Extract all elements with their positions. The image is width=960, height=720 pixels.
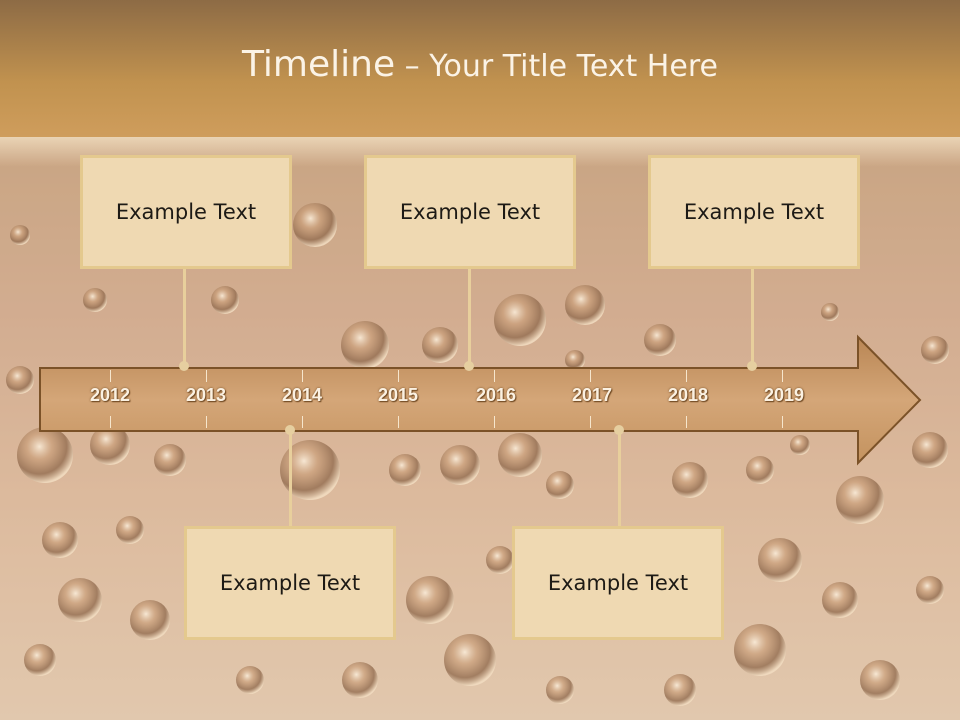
year-label-2017: 2017 [571, 385, 613, 405]
tick-2015-bottom [398, 416, 399, 428]
event-label: Example Text [115, 200, 257, 224]
year-label-2018: 2018 [667, 385, 709, 405]
tick-2016-bottom [494, 416, 495, 428]
connector-dot-event-4 [285, 425, 295, 435]
title-separator: – [395, 49, 430, 84]
connector-dot-event-2 [464, 361, 474, 371]
tick-2013 [206, 370, 207, 382]
year-label-2014: 2014 [281, 385, 323, 405]
year-label-2012: 2012 [89, 385, 131, 405]
year-label-2016: 2016 [475, 385, 517, 405]
tick-2018-bottom [686, 416, 687, 428]
tick-2013-bottom [206, 416, 207, 428]
title-subtitle: Your Title Text Here [429, 49, 718, 84]
event-box-4: Example Text [184, 526, 396, 640]
tick-2019-bottom [782, 416, 783, 428]
tick-2017-bottom [590, 416, 591, 428]
event-label: Example Text [547, 571, 689, 595]
event-box-1: Example Text [80, 155, 292, 269]
year-label-2013: 2013 [185, 385, 227, 405]
event-label: Example Text [399, 200, 541, 224]
tick-2019 [782, 370, 783, 382]
connector-event-4 [289, 430, 292, 528]
year-label-2015: 2015 [377, 385, 419, 405]
connector-event-3 [751, 268, 754, 366]
title-bar [0, 0, 960, 137]
connector-event-2 [468, 268, 471, 366]
event-box-3: Example Text [648, 155, 860, 269]
tick-2014 [302, 370, 303, 382]
connector-dot-event-3 [747, 361, 757, 371]
tick-2015 [398, 370, 399, 382]
tick-2014-bottom [302, 416, 303, 428]
event-box-5: Example Text [512, 526, 724, 640]
slide-title: Timeline – Your Title Text Here [0, 44, 960, 85]
title-main: Timeline [242, 44, 396, 85]
tick-2017 [590, 370, 591, 382]
tick-2012 [110, 370, 111, 382]
event-box-2: Example Text [364, 155, 576, 269]
tick-2018 [686, 370, 687, 382]
connector-event-1 [183, 268, 186, 366]
connector-event-5 [618, 430, 621, 528]
connector-dot-event-5 [614, 425, 624, 435]
year-label-2019: 2019 [763, 385, 805, 405]
tick-2016 [494, 370, 495, 382]
tick-2012-bottom [110, 416, 111, 428]
connector-dot-event-1 [179, 361, 189, 371]
event-label: Example Text [219, 571, 361, 595]
event-label: Example Text [683, 200, 825, 224]
